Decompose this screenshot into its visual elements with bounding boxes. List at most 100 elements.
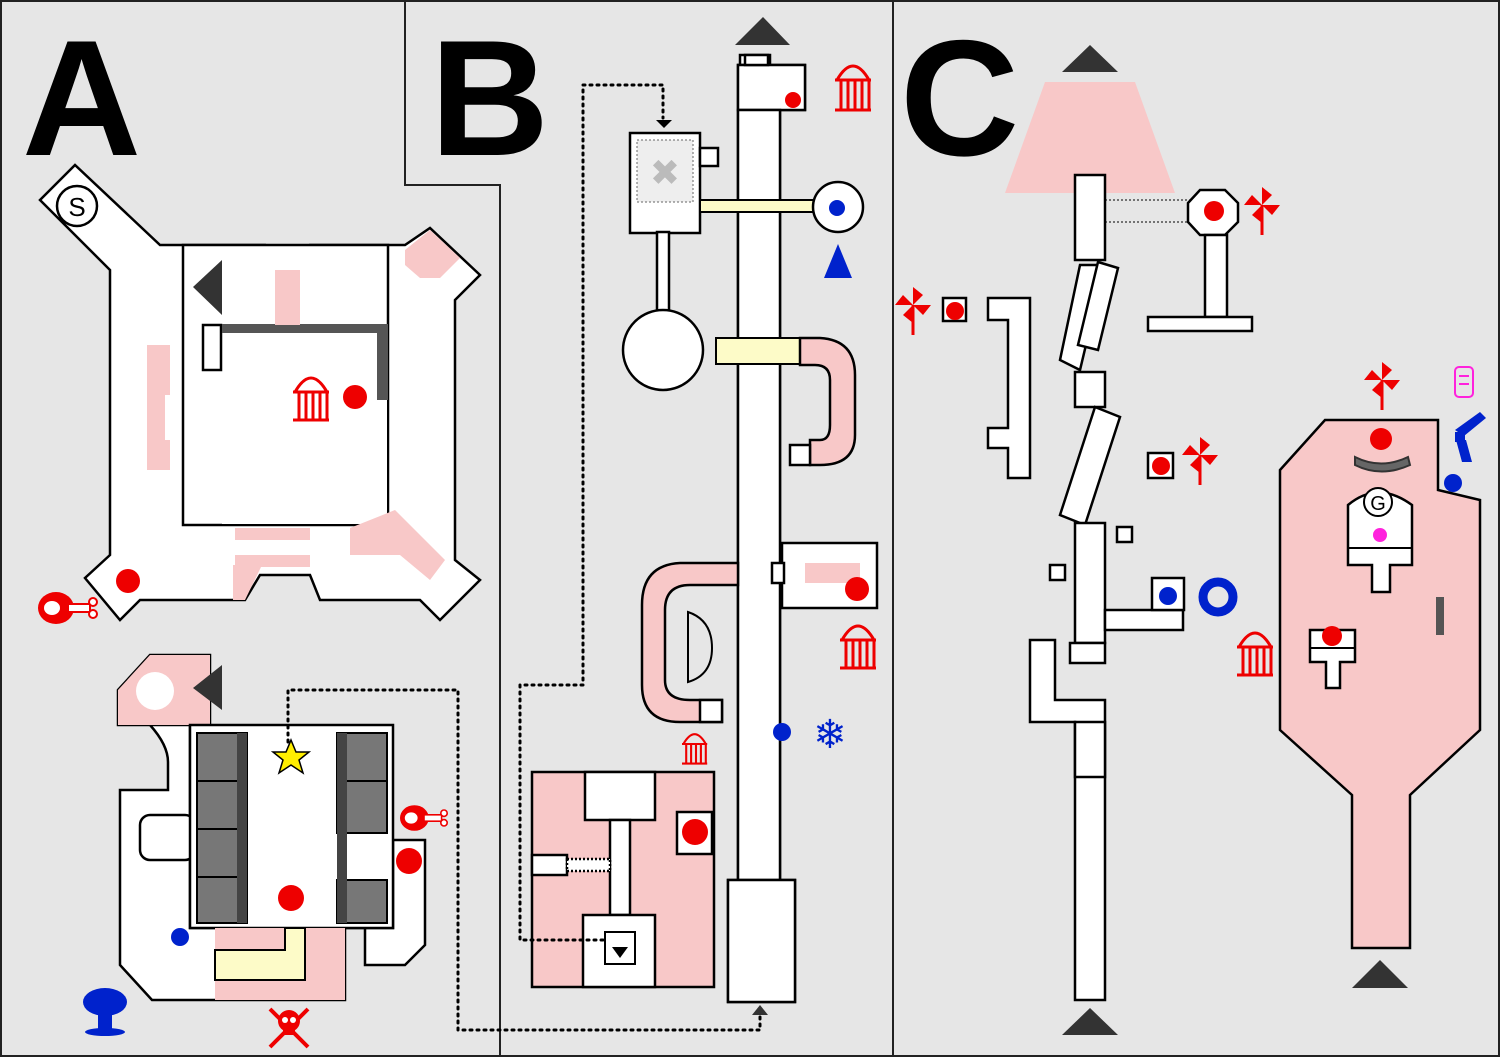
section-a: S	[38, 163, 762, 1049]
building-passage	[608, 818, 632, 917]
start-marker	[55, 184, 99, 228]
star-icon	[270, 738, 312, 775]
corridor-cap	[743, 53, 770, 67]
red-dot	[946, 302, 964, 320]
arrow-icon	[612, 947, 628, 958]
arrow-icon	[735, 17, 790, 45]
hazard-area	[233, 565, 262, 600]
small-block	[1115, 525, 1134, 544]
cage-icon	[1237, 631, 1273, 677]
c-corridor-segment	[1073, 173, 1107, 262]
red-dot	[1370, 428, 1392, 450]
x-room-inner	[636, 139, 694, 203]
side-notch	[770, 561, 786, 585]
building-room	[583, 770, 657, 822]
blue-cone-icon	[824, 244, 852, 278]
revolver-icon	[1455, 412, 1486, 462]
small-room	[788, 443, 812, 467]
small-room	[698, 698, 724, 724]
c-side-corridor	[1103, 608, 1185, 632]
bridge	[699, 199, 816, 213]
inner-bay	[687, 610, 714, 684]
meat-icon	[38, 592, 98, 624]
building-bridge	[565, 857, 612, 873]
meat-icon	[400, 805, 449, 831]
goal-marker	[1363, 487, 1393, 517]
magenta-dot	[1373, 528, 1387, 542]
c-corridor-segment	[1073, 720, 1107, 779]
x-icon: ✖	[650, 153, 680, 194]
round-room	[621, 308, 705, 392]
c-corridor-segment	[1076, 260, 1120, 352]
hazard-area	[805, 563, 860, 583]
arrow-icon	[193, 260, 222, 315]
c-corridor-segment	[1073, 370, 1107, 409]
arrow-icon	[1352, 960, 1408, 988]
red-dot	[785, 92, 801, 108]
c-bracket-room	[986, 296, 1032, 480]
round-room	[136, 672, 174, 710]
scroll-icon	[1454, 366, 1474, 398]
bridge	[715, 337, 802, 365]
hazard-area	[147, 345, 170, 470]
blue-dot	[1159, 587, 1177, 605]
arrow-icon	[1062, 1008, 1118, 1035]
pinwheel-icon	[1244, 187, 1280, 235]
octagon-stem	[1203, 233, 1229, 319]
blue-dot	[829, 200, 845, 216]
section-c: G	[895, 45, 1486, 1035]
start-marker-label: S	[68, 192, 85, 222]
blue-dot	[171, 928, 189, 946]
hazard-area	[275, 270, 300, 325]
gray-arc	[1354, 455, 1412, 473]
red-dot	[1152, 457, 1170, 475]
pinwheel-icon	[1364, 362, 1400, 410]
route-path	[518, 83, 665, 942]
blue-dot	[773, 723, 791, 741]
hazard-area	[350, 510, 445, 580]
blue-ring-icon	[1198, 577, 1238, 617]
cage-icon	[835, 64, 871, 112]
fortress-inner-floor	[222, 324, 387, 524]
red-dot	[1322, 626, 1342, 646]
hazard-area	[1005, 82, 1175, 193]
cage-icon	[840, 624, 876, 670]
hazard-loop	[798, 336, 857, 467]
cage-icon	[293, 376, 329, 422]
hazard-area	[235, 528, 310, 540]
red-dot	[278, 885, 304, 911]
red-dot	[343, 385, 367, 409]
pinwheel-icon	[1182, 437, 1218, 485]
building-notch	[530, 853, 569, 877]
section-label-b: B	[430, 6, 549, 190]
final-hall	[1278, 418, 1482, 950]
fortress-inner-notch	[201, 323, 223, 372]
pinwheel-icon	[895, 287, 931, 335]
goal-marker-label: G	[1370, 493, 1386, 515]
c-corridor-segment	[1073, 521, 1107, 645]
side-alcove	[138, 813, 197, 862]
arrow-icon	[752, 1005, 768, 1015]
c-corridor-segment	[1068, 641, 1107, 665]
blue-dot	[1444, 474, 1462, 492]
skull-icon	[268, 1007, 310, 1049]
corridor-base	[726, 878, 797, 1004]
section-b: ✖ ❄	[518, 17, 879, 1015]
red-dot	[116, 569, 140, 593]
small-pedestal	[1308, 628, 1357, 690]
mushroom-cloud-icon	[83, 988, 127, 1036]
small-block	[1048, 563, 1067, 582]
hazard-area	[235, 555, 310, 567]
octagon-base	[1146, 315, 1254, 333]
pillars-right	[336, 732, 388, 924]
red-dot	[1204, 201, 1224, 221]
arrow-icon	[1062, 45, 1118, 72]
arrow-icon	[193, 665, 222, 710]
corridor-shaft	[736, 108, 782, 882]
red-dot	[396, 848, 422, 874]
snowflake-icon: ❄	[813, 712, 847, 758]
pillars-left	[196, 732, 248, 924]
bridge	[214, 927, 306, 981]
